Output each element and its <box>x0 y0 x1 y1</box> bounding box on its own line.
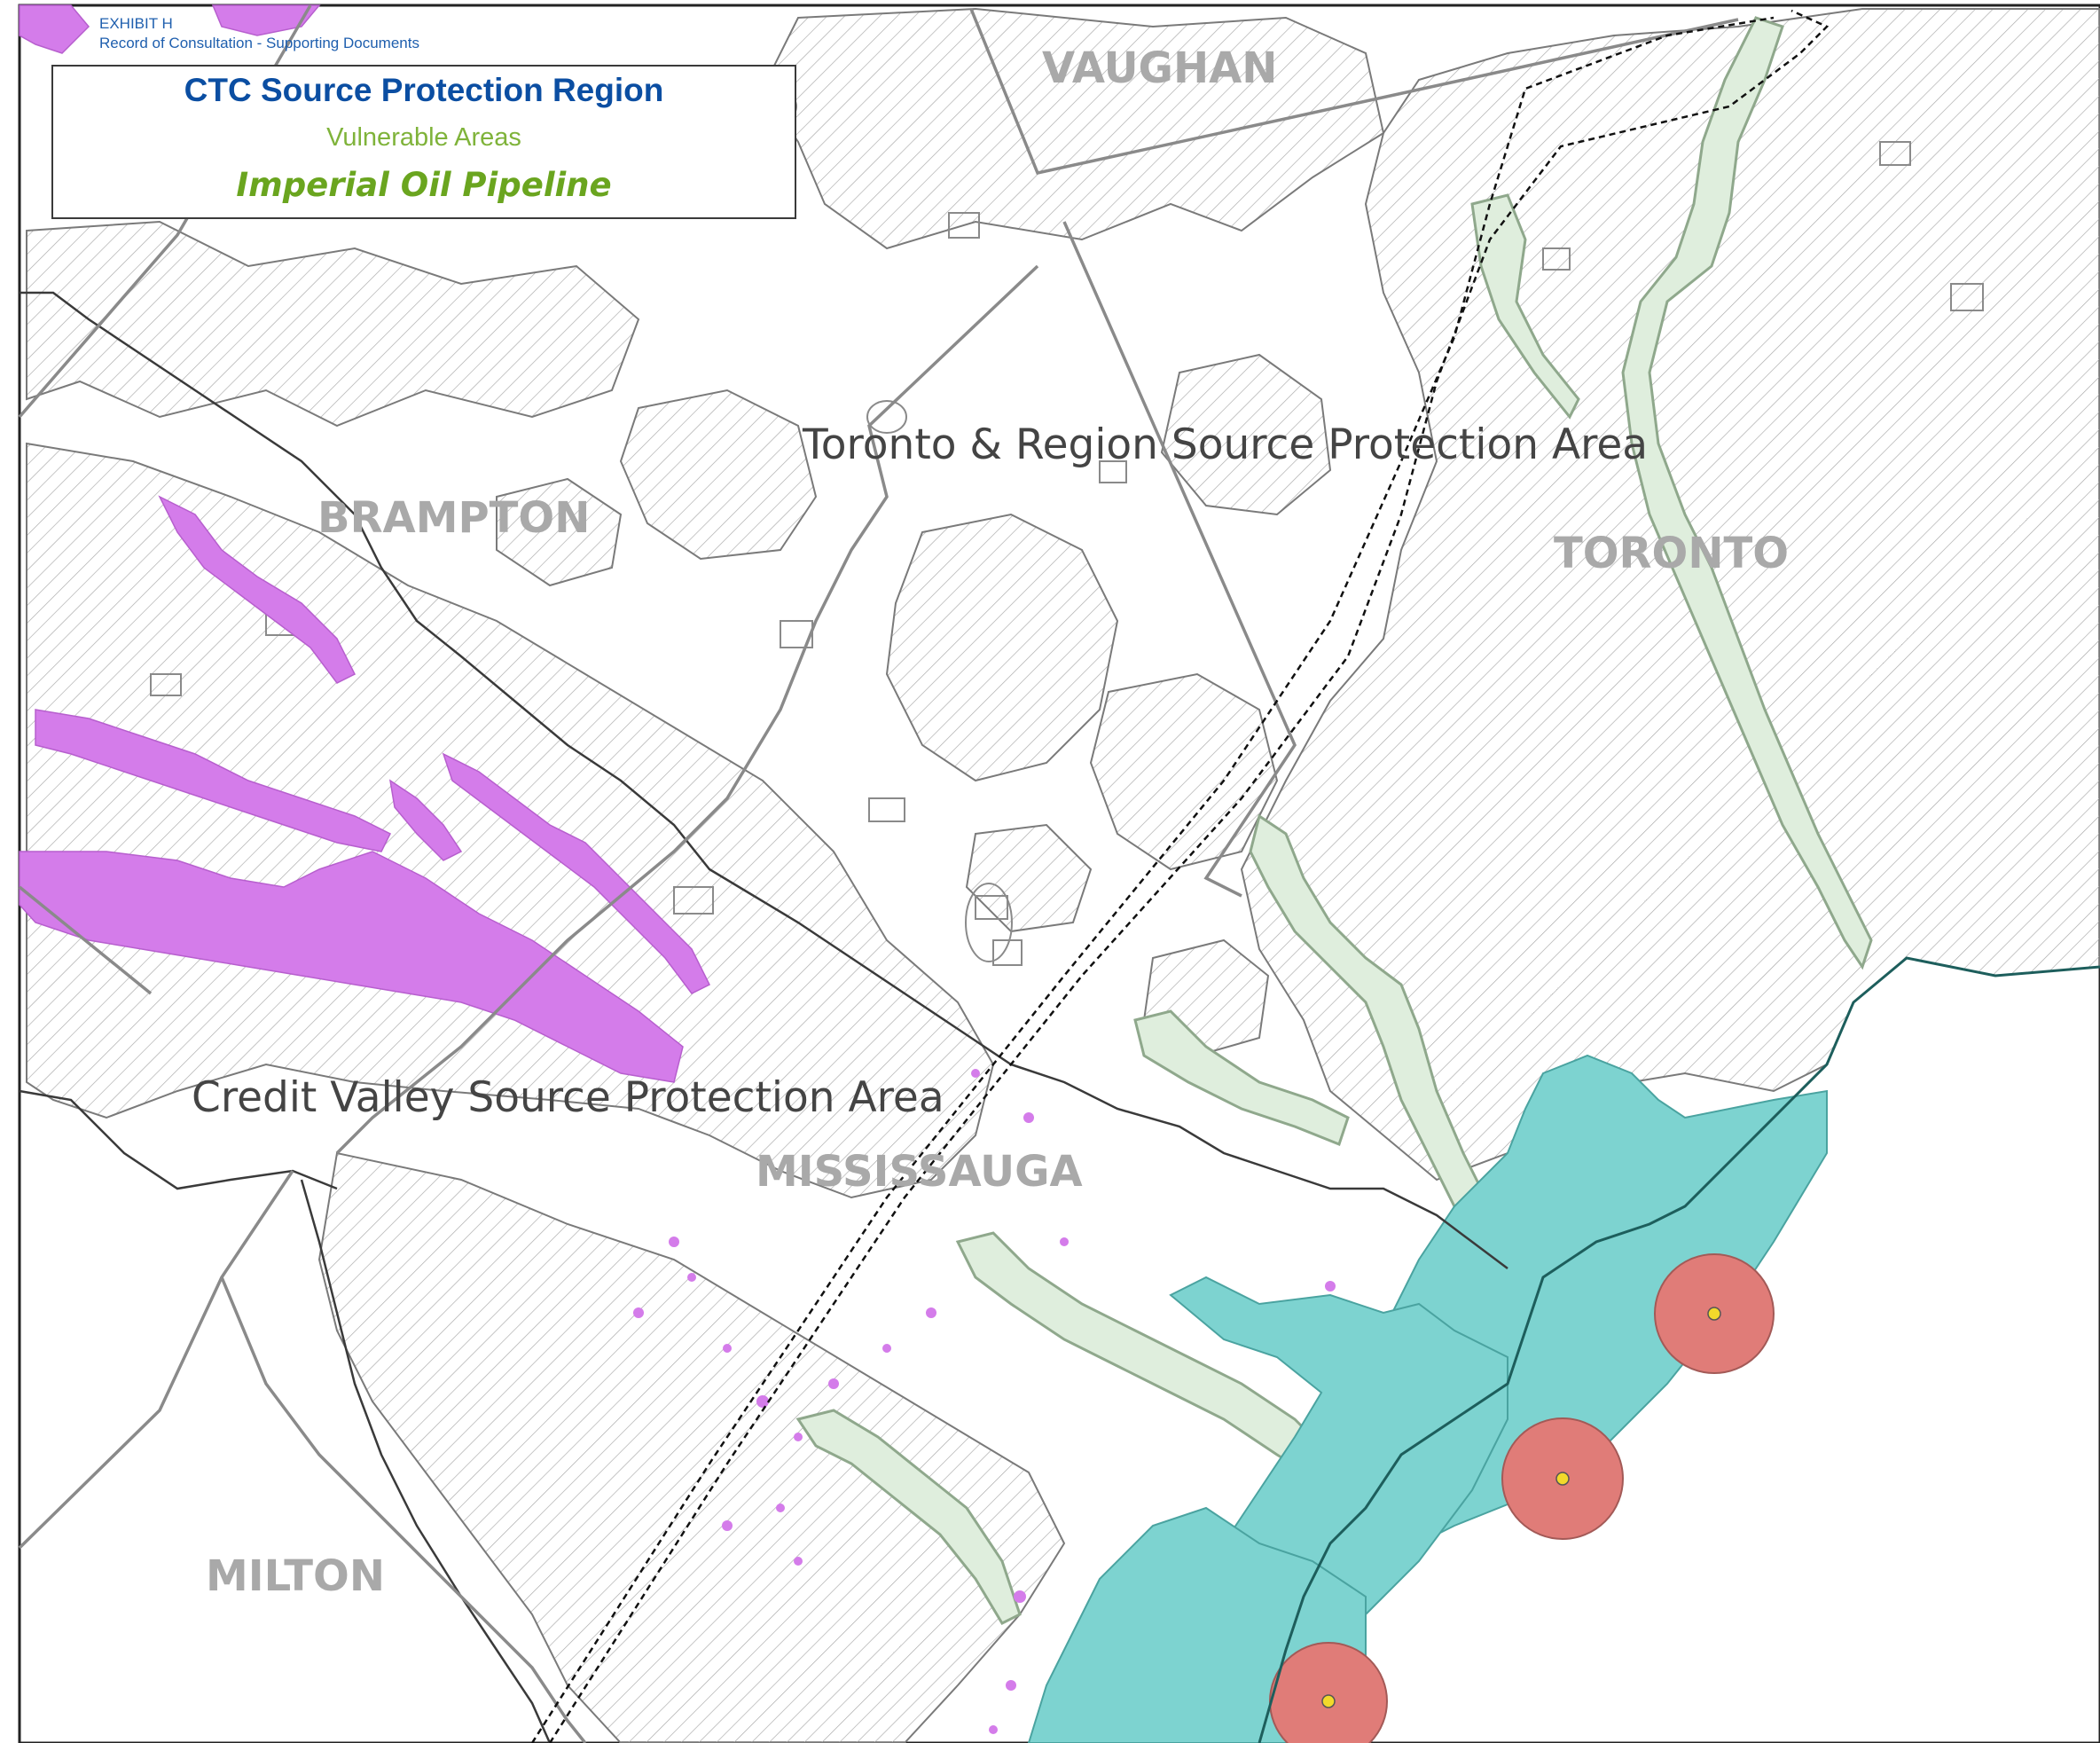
label-cvsp-area: Credit Valley Source Protection Area <box>192 1073 944 1122</box>
hatch-region-east <box>1240 8 2100 1182</box>
hatch-region-south <box>317 1151 1066 1743</box>
map-subtitle: Vulnerable Areas <box>326 123 521 152</box>
label-vaughan: VAUGHAN <box>1042 43 1277 93</box>
imperial-oil-pipeline <box>530 9 1830 1743</box>
boundary-milton <box>18 1170 587 1743</box>
boundary-brampton-toronto <box>335 264 1039 1155</box>
hatch-region-a <box>619 389 818 561</box>
boundary-west-diag <box>18 885 153 995</box>
map-pipeline-title: Imperial Oil Pipeline <box>236 166 612 204</box>
river-central-trib <box>1133 1009 1350 1146</box>
exhibit-title: EXHIBIT H <box>99 15 173 32</box>
small-outline-patches <box>150 88 1984 966</box>
exhibit-subtitle: Record of Consultation - Supporting Docu… <box>99 35 419 51</box>
boundary-region-line <box>1062 221 1297 898</box>
label-mississauga: MISSISSAUGA <box>756 1147 1083 1197</box>
label-trsp-area: Toronto & Region Source Protection Area <box>802 420 1648 469</box>
label-milton: MILTON <box>206 1551 385 1601</box>
purple-branch-d <box>388 779 463 861</box>
map-title: CTC Source Protection Region <box>184 72 664 108</box>
boundary-vaughan <box>969 8 1739 176</box>
river-south <box>795 1409 1022 1625</box>
intake-point-mid <box>1555 1472 1570 1486</box>
hatch-region-west-north <box>26 220 640 428</box>
pipeline-line-west <box>530 16 1775 1743</box>
intake-point-north <box>1707 1307 1721 1321</box>
purple-branch-a <box>35 709 392 852</box>
credit-river-vulnerable-area <box>19 4 711 1083</box>
pipeline-line-east <box>548 9 1830 1743</box>
exhibit-header: EXHIBIT H Record of Consultation - Suppo… <box>99 14 419 53</box>
purple-corner <box>19 4 90 54</box>
hatch-region-d <box>965 823 1093 933</box>
river-east-trib <box>1470 193 1580 420</box>
purple-branch-c <box>442 752 711 994</box>
intake-circles <box>1269 1253 1775 1743</box>
hatch-region-mid <box>1089 672 1279 871</box>
title-box: CTC Source Protection Region Vulnerable … <box>51 65 796 219</box>
purple-corner-b <box>211 4 321 36</box>
hatch-region-north <box>761 7 1385 250</box>
label-toronto: TORONTO <box>1554 529 1789 578</box>
lake-shoreline <box>1258 956 2100 1743</box>
hatch-region-central <box>885 513 1119 782</box>
hatch-region-e <box>496 477 623 587</box>
purple-branch-b <box>158 495 357 684</box>
municipal-boundaries <box>18 4 1739 1743</box>
intake-point-south <box>1321 1694 1336 1708</box>
river-east <box>1621 16 1873 970</box>
river-valleys <box>795 16 1873 1625</box>
purple-main-body <box>19 851 684 1083</box>
label-brampton: BRAMPTON <box>317 493 590 543</box>
